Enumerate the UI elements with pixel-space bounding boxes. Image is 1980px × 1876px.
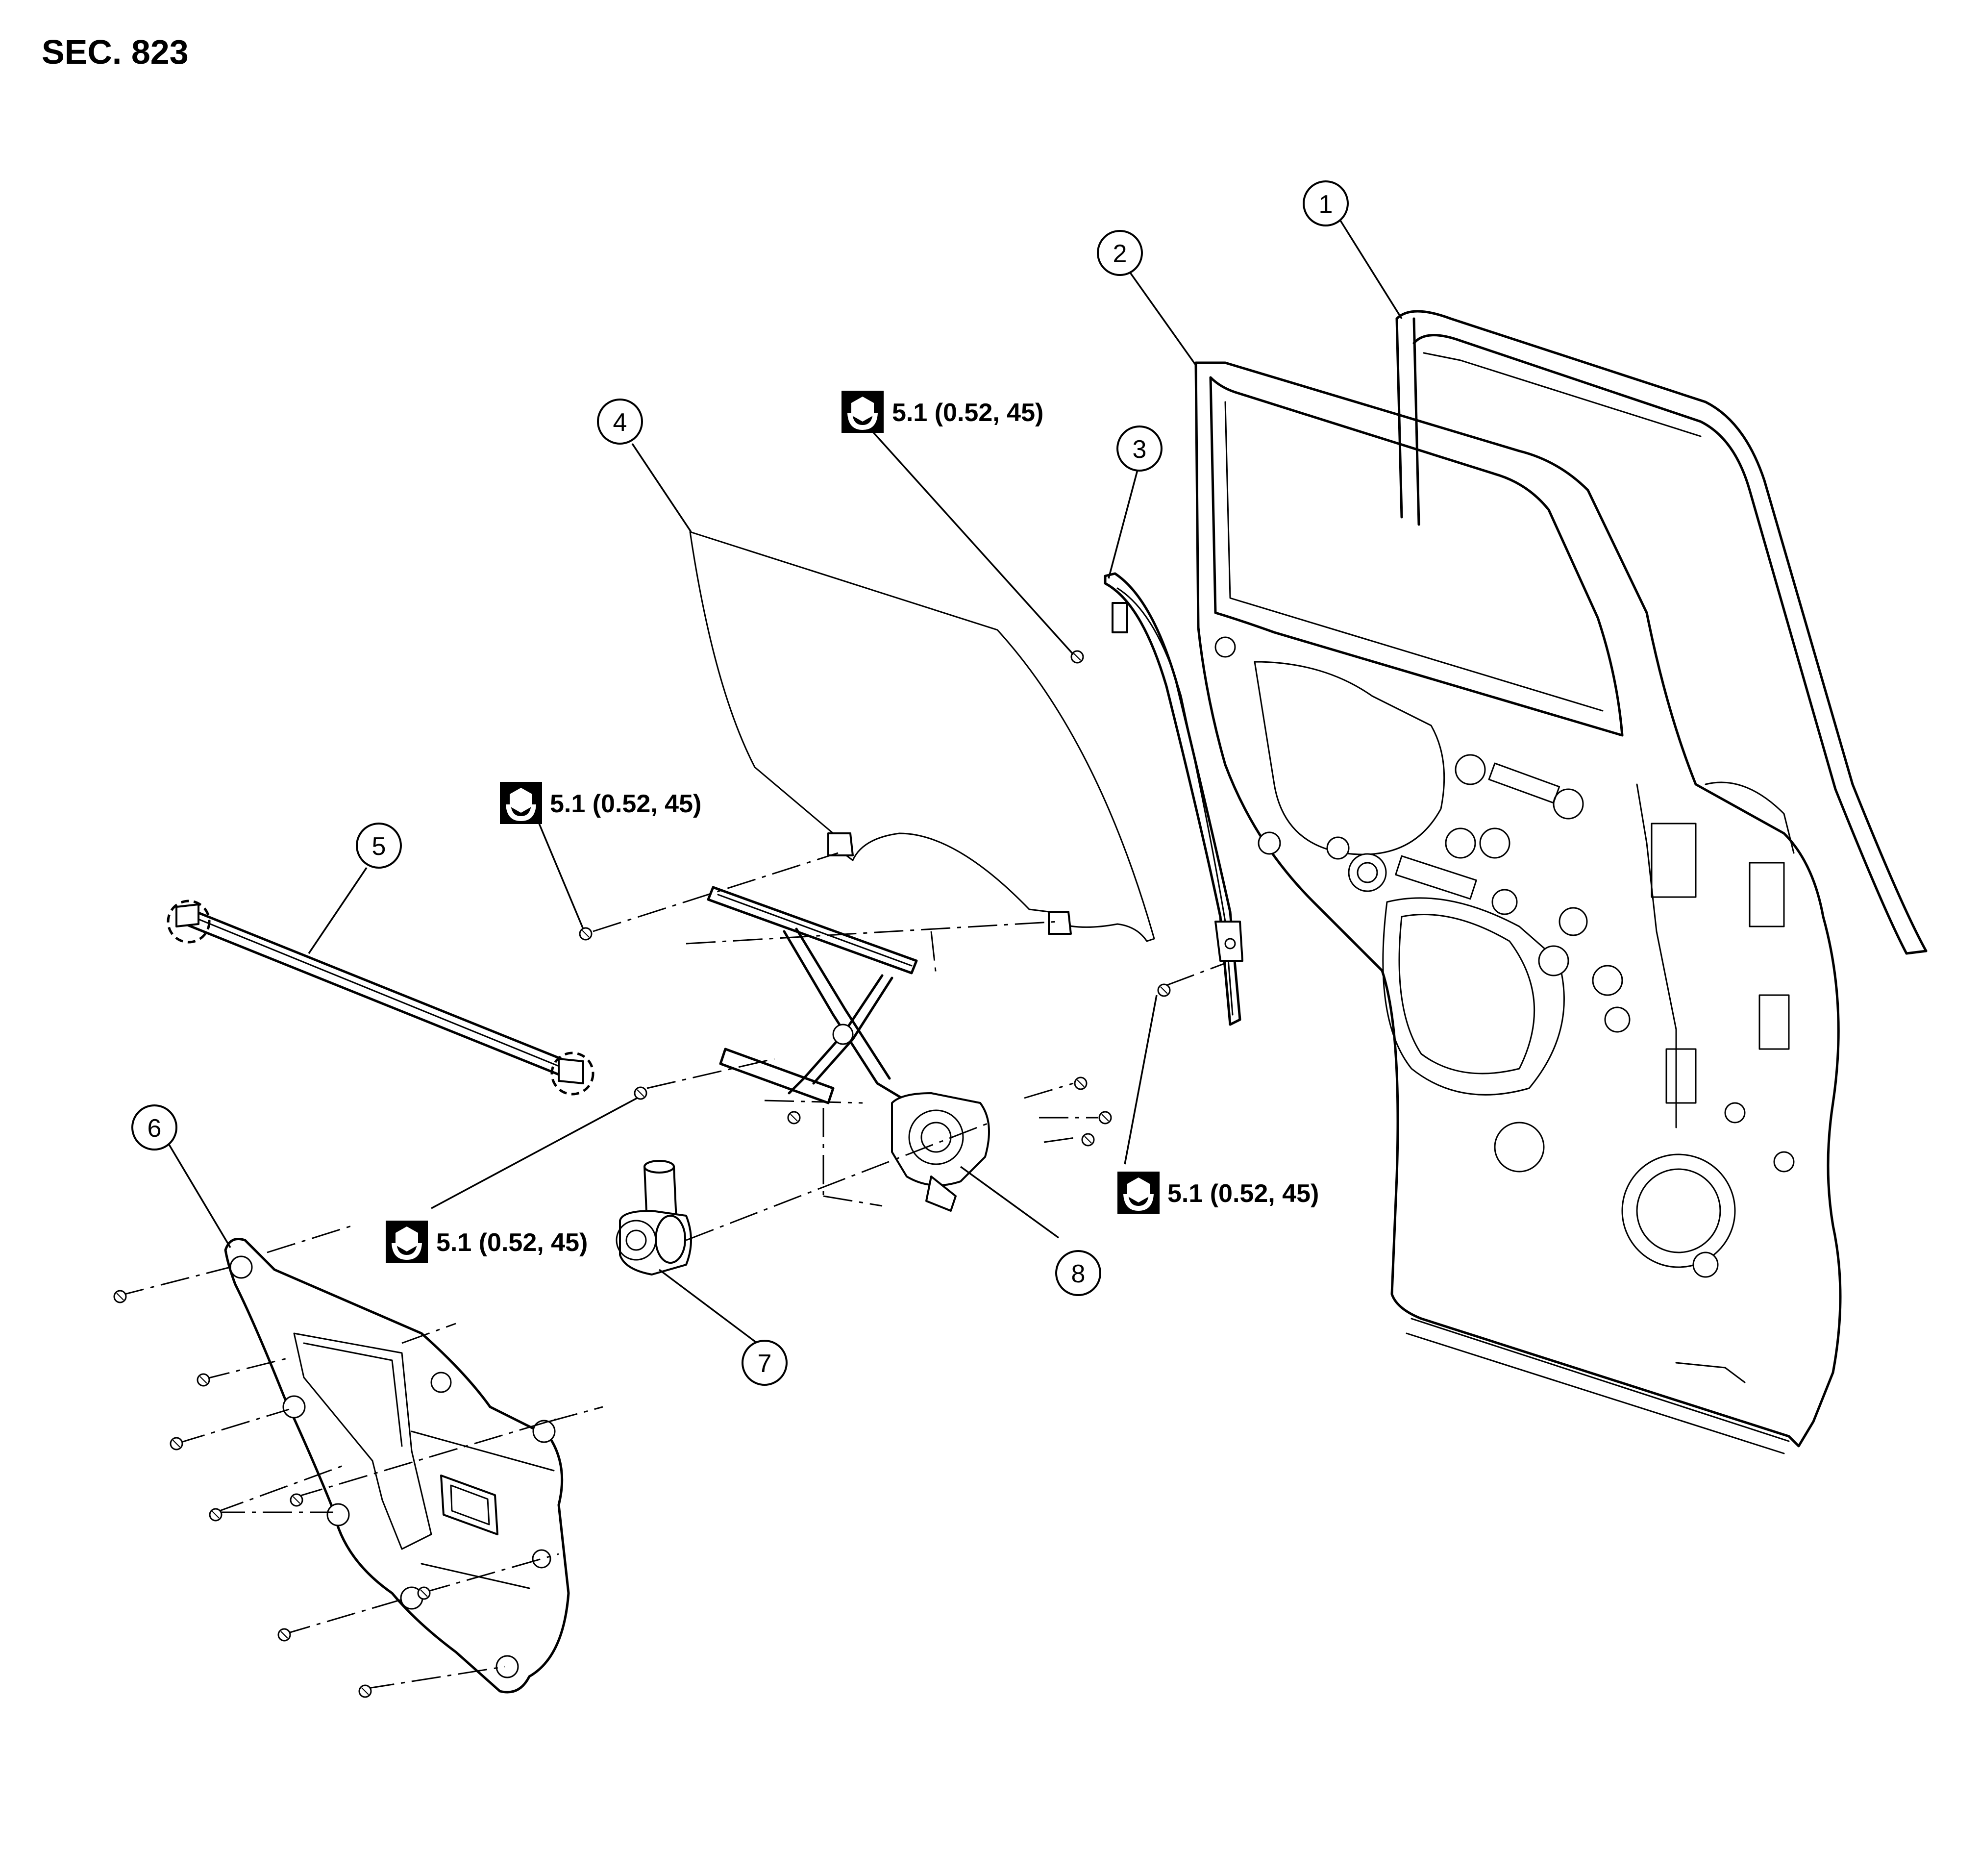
torque-wrench-icon (842, 391, 884, 433)
svg-text:5: 5 (372, 832, 386, 861)
svg-text:2: 2 (1113, 240, 1127, 268)
part-5-outside-molding (167, 900, 594, 1096)
callout-3: 3 (1116, 425, 1163, 472)
section-title: SEC. 823 (42, 33, 189, 71)
assembly-guide-lines (115, 852, 1226, 1690)
part-7-regulator-motor (616, 1160, 692, 1276)
torque-spec-lower-right: 5.1 (0.52, 45) (1117, 1172, 1319, 1214)
svg-text:3: 3 (1133, 435, 1147, 464)
part-3-sash-channel (1104, 572, 1243, 1026)
part-8-window-regulator (707, 886, 990, 1212)
svg-text:1: 1 (1319, 190, 1333, 219)
torque-spec-middle: 5.1 (0.52, 45) (500, 782, 701, 824)
callout-8: 8 (1055, 1250, 1101, 1296)
callout-5: 5 (356, 823, 402, 869)
svg-text:5.1 (0.52, 45): 5.1 (0.52, 45) (1167, 1179, 1319, 1208)
part-4-door-glass (689, 531, 1155, 942)
torque-wrench-icon (1117, 1172, 1160, 1214)
part-6-hole-cover (224, 1238, 570, 1694)
callout-leaders (168, 220, 1403, 1344)
callout-7: 7 (742, 1340, 788, 1386)
torque-spec-top: 5.1 (0.52, 45) (842, 391, 1043, 433)
torque-wrench-icon (386, 1221, 428, 1263)
svg-text:5.1 (0.52, 45): 5.1 (0.52, 45) (436, 1228, 588, 1257)
callout-6: 6 (131, 1104, 177, 1151)
svg-text:6: 6 (148, 1114, 162, 1143)
part-1-weatherstrip (1395, 310, 1928, 955)
svg-text:5.1 (0.52, 45): 5.1 (0.52, 45) (892, 399, 1043, 427)
svg-text:5.1 (0.52, 45): 5.1 (0.52, 45) (550, 790, 701, 818)
torque-spec-lower-left: 5.1 (0.52, 45) (386, 1221, 588, 1263)
callout-4: 4 (597, 399, 643, 445)
callout-1: 1 (1303, 180, 1349, 226)
svg-text:8: 8 (1071, 1260, 1086, 1288)
torque-wrench-icon (500, 782, 542, 824)
svg-text:7: 7 (758, 1350, 772, 1378)
svg-text:4: 4 (613, 408, 627, 437)
callout-2: 2 (1097, 230, 1143, 276)
part-2-door-panel (1194, 361, 1842, 1454)
